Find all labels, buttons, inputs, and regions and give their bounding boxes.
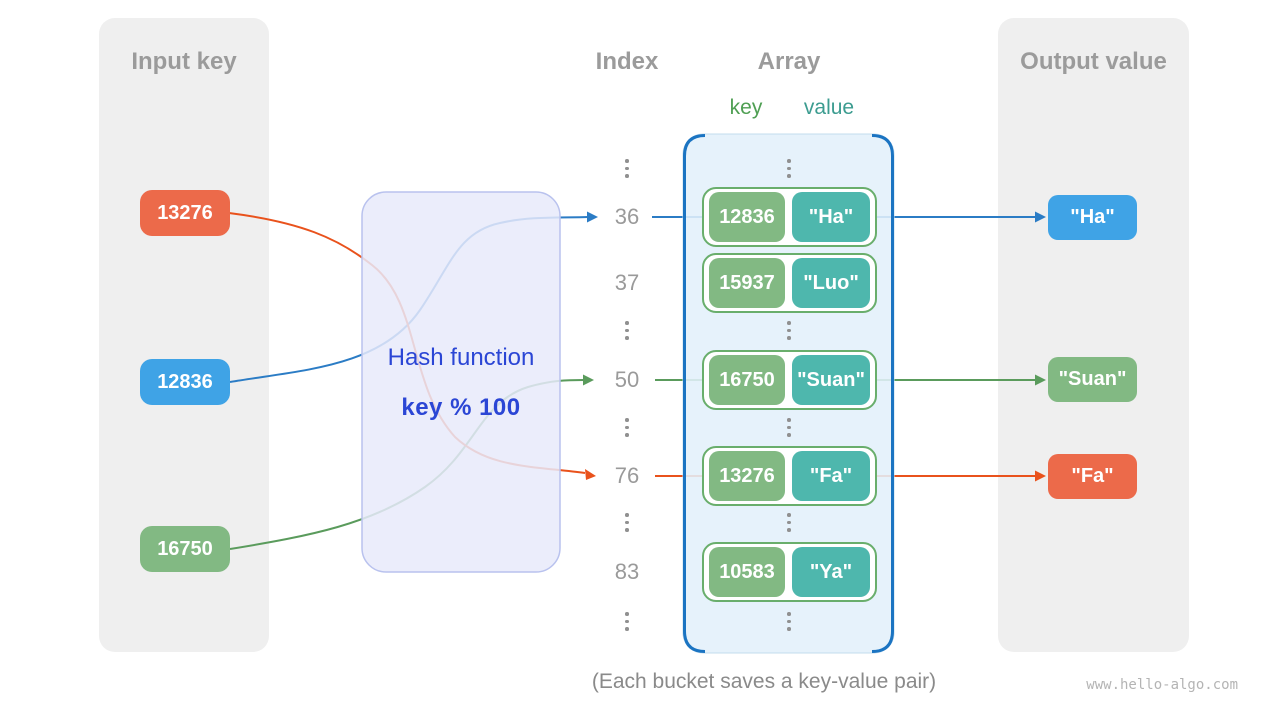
bucket-value: "Luo" [792, 258, 870, 308]
bucket-value: "Ya" [792, 547, 870, 597]
bucket-pair-83: 10583 "Ya" [702, 542, 877, 602]
array-key-label: key [729, 96, 763, 119]
hash-function-title: Hash function [387, 344, 535, 371]
arrowhead-orange-output [1035, 470, 1046, 482]
output-value-panel [998, 18, 1189, 652]
bucket-value: "Ha" [792, 192, 870, 242]
input-key-16750: 16750 [140, 526, 230, 572]
arrowhead-orange-index [585, 469, 596, 480]
ellipsis-icon [622, 612, 632, 631]
bucket-value: "Suan" [792, 355, 870, 405]
ellipsis-icon [622, 159, 632, 178]
bucket-key: 12836 [709, 192, 785, 242]
output-panel-title: Output value [1020, 48, 1167, 75]
index-50: 50 [614, 367, 640, 392]
array-left-bracket [683, 134, 706, 653]
ellipsis-icon [622, 513, 632, 532]
bucket-key: 13276 [709, 451, 785, 501]
bucket-pair-36: 12836 "Ha" [702, 187, 877, 247]
hash-function-label-group: Hash function key % 100 [362, 344, 560, 422]
ellipsis-icon [784, 321, 794, 340]
index-76: 76 [614, 463, 640, 488]
bucket-key: 15937 [709, 258, 785, 308]
index-37: 37 [614, 270, 640, 295]
input-key-13276: 13276 [140, 190, 230, 236]
output-value-suan: "Suan" [1048, 357, 1137, 402]
ellipsis-icon [784, 159, 794, 178]
input-panel-title: Input key [131, 48, 237, 75]
arrowhead-green-index [583, 374, 594, 386]
ellipsis-icon [622, 418, 632, 437]
index-36: 36 [614, 204, 640, 229]
ellipsis-icon [784, 418, 794, 437]
ellipsis-icon [784, 612, 794, 631]
bucket-key: 10583 [709, 547, 785, 597]
hash-function-formula: key % 100 [401, 394, 521, 421]
array-title: Array [757, 48, 821, 75]
bucket-pair-50: 16750 "Suan" [702, 350, 877, 410]
bucket-key: 16750 [709, 355, 785, 405]
index-column-title: Index [595, 48, 659, 75]
output-value-ha: "Ha" [1048, 195, 1137, 240]
index-83: 83 [614, 559, 640, 584]
website-watermark: www.hello-algo.com [1086, 677, 1238, 693]
ellipsis-icon [622, 321, 632, 340]
array-value-label: value [803, 96, 855, 119]
arrowhead-green-output [1035, 374, 1046, 386]
ellipsis-icon [784, 513, 794, 532]
hash-function-box [361, 191, 561, 573]
input-key-12836: 12836 [140, 359, 230, 405]
bucket-value: "Fa" [792, 451, 870, 501]
diagram-caption: (Each bucket saves a key-value pair) [591, 670, 937, 693]
output-value-fa: "Fa" [1048, 454, 1137, 499]
bucket-pair-76: 13276 "Fa" [702, 446, 877, 506]
bucket-pair-37: 15937 "Luo" [702, 253, 877, 313]
array-right-bracket [871, 134, 894, 653]
arrowhead-blue-index [587, 211, 598, 223]
arrowhead-blue-output [1035, 211, 1046, 223]
